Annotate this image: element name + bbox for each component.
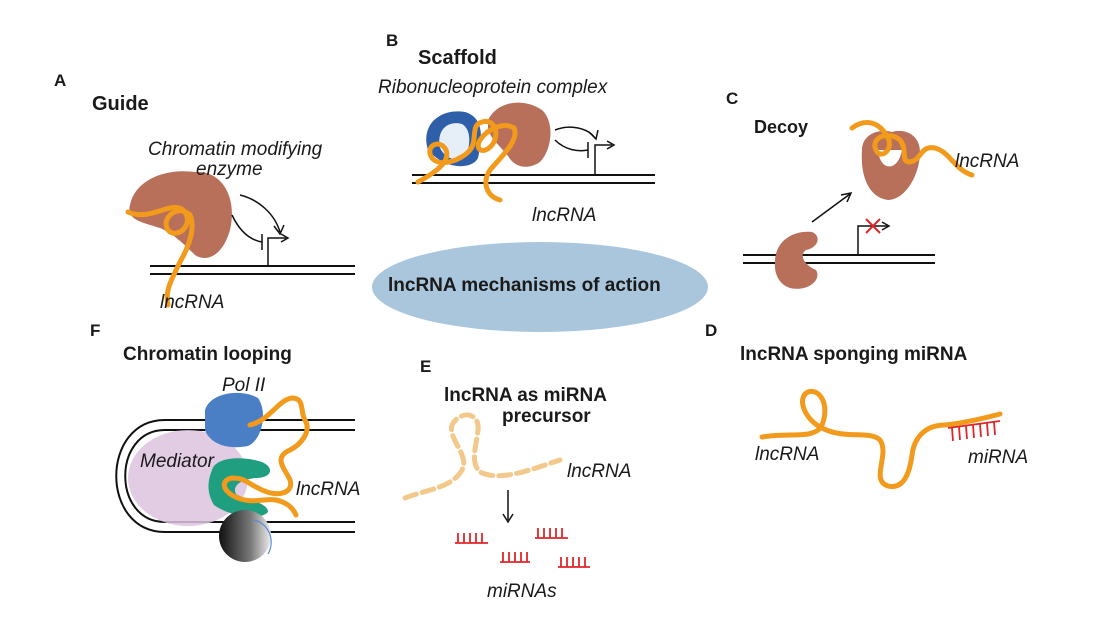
panel-b-title: Scaffold <box>418 47 497 69</box>
panel-e-mirnas <box>455 528 590 568</box>
panel-e-graphic <box>402 412 563 524</box>
panel-e-lncrna-label: lncRNA <box>567 461 632 482</box>
panel-f-pol2-label: Pol II <box>222 375 266 396</box>
center-title: lncRNA mechanisms of action <box>388 275 661 296</box>
panel-a-graphic <box>125 171 355 308</box>
center-ellipse <box>372 242 708 332</box>
panel-c-title: Decoy <box>754 117 809 137</box>
panel-a-enzyme <box>129 171 232 259</box>
panel-d-graphic <box>759 388 1003 489</box>
panel-a-letter: A <box>54 71 67 90</box>
panel-c-lncrna-label: lncRNA <box>955 151 1020 172</box>
panel-b-letter: B <box>386 31 399 50</box>
panel-f-mediator-label: Mediator <box>140 451 214 472</box>
panel-f-title: Chromatin looping <box>123 344 292 365</box>
panel-d-letter: D <box>705 321 718 340</box>
panel-d-mirna <box>947 420 1001 442</box>
panel-c-enzyme-bottom <box>774 231 818 289</box>
panel-e-title-line2: precursor <box>502 406 591 427</box>
panel-d-mirna-label: miRNA <box>968 447 1029 468</box>
panel-f-grey-ball <box>219 510 271 562</box>
panel-f-lncrna <box>221 395 310 518</box>
panel-d-lncrna <box>759 388 1003 489</box>
panel-b-graphic <box>412 102 655 203</box>
panel-a-enzyme-label-line2: enzyme <box>196 159 263 180</box>
panel-f-pol2 <box>205 392 263 448</box>
panel-f-letter: F <box>90 321 101 340</box>
panel-a-title: Guide <box>92 93 149 115</box>
panel-e-letter: E <box>420 357 432 376</box>
panel-f-lncrna-label: lncRNA <box>296 479 361 500</box>
panel-b-lncrna-label: lncRNA <box>532 205 597 226</box>
panel-d-lncrna-label: lncRNA <box>755 444 820 465</box>
panel-e-mirnas-label: miRNAs <box>487 581 557 602</box>
panel-c-graphic <box>743 120 975 289</box>
panel-a-lncrna-label: lncRNA <box>160 292 225 313</box>
panel-d-title: lncRNA sponging miRNA <box>740 344 968 365</box>
panel-a-lncrna <box>125 204 195 308</box>
panel-f-graphic <box>115 392 355 562</box>
panel-b-lncrna <box>415 118 518 203</box>
panel-c-lncrna <box>849 120 975 178</box>
panel-e-lncrna-dashed <box>402 412 563 501</box>
panel-b-subtitle: Ribonucleoprotein complex <box>378 77 608 98</box>
panel-a-enzyme-label-line1: Chromatin modifying <box>148 139 323 160</box>
panel-c-letter: C <box>726 89 739 108</box>
panel-e-title-line1: lncRNA as miRNA <box>444 385 607 406</box>
